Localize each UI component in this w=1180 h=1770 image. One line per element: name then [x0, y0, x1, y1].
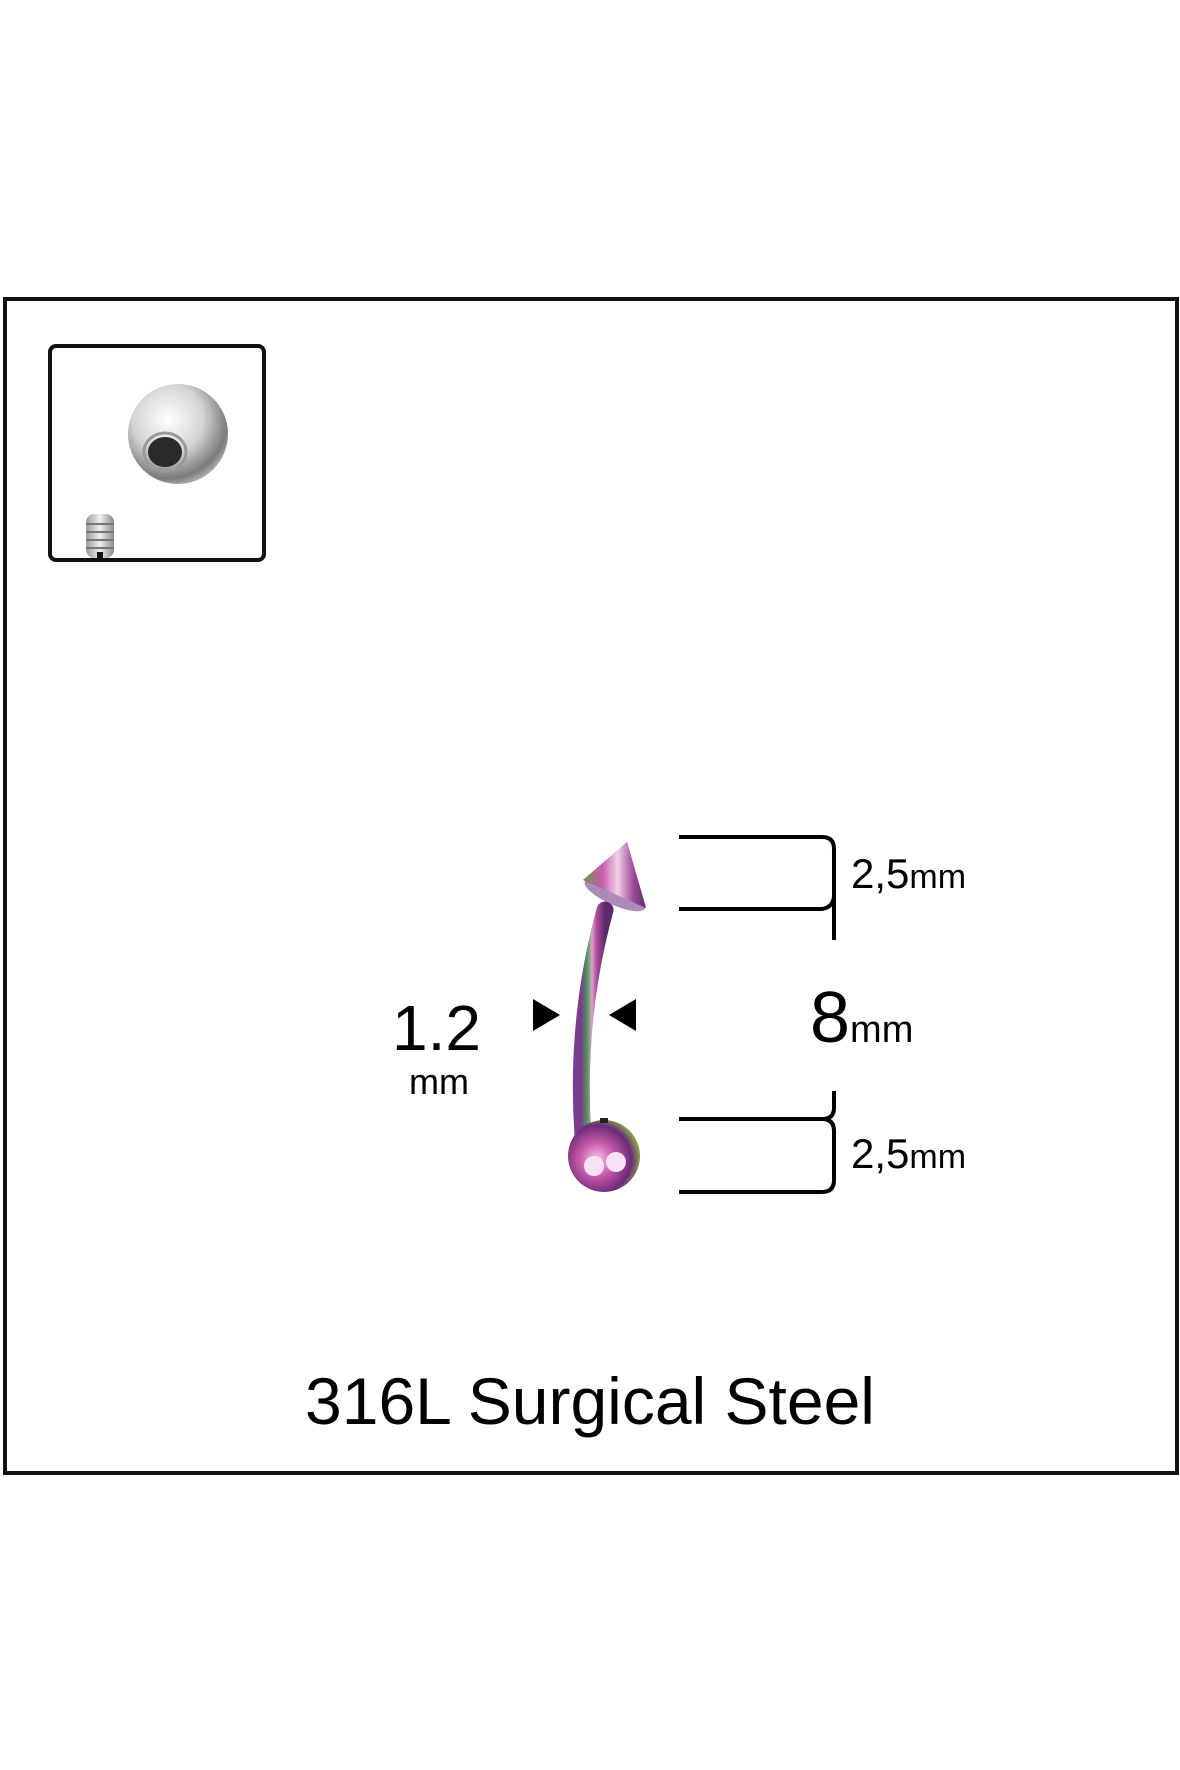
gauge-arrow-left [533, 999, 560, 1031]
bottom-end-unit: mm [909, 1138, 967, 1176]
gauge-unit: mm [409, 1061, 469, 1102]
bottom-end-bracket [679, 1091, 836, 1194]
top-end-dimension: 2,5mm [851, 853, 966, 895]
length-value: 8 [810, 978, 851, 1058]
threaded-ball-and-pin-icon [86, 384, 228, 558]
top-end-value: 2,5 [851, 850, 910, 897]
bottom-end-dimension: 2,5mm [851, 1133, 966, 1175]
ball-end [568, 1120, 640, 1192]
length-dimension: 8mm [810, 982, 913, 1054]
curved-bar [572, 901, 614, 1144]
material-label: 316L Surgical Steel [305, 1364, 875, 1438]
top-end-unit: mm [909, 858, 967, 896]
gauge-arrow-right [609, 999, 636, 1031]
length-unit: mm [850, 1009, 914, 1051]
inset-box [48, 344, 266, 562]
bottom-end-value: 2,5 [851, 1130, 910, 1177]
gauge-value: 1.2 [392, 992, 481, 1064]
top-end-bracket [679, 835, 837, 940]
